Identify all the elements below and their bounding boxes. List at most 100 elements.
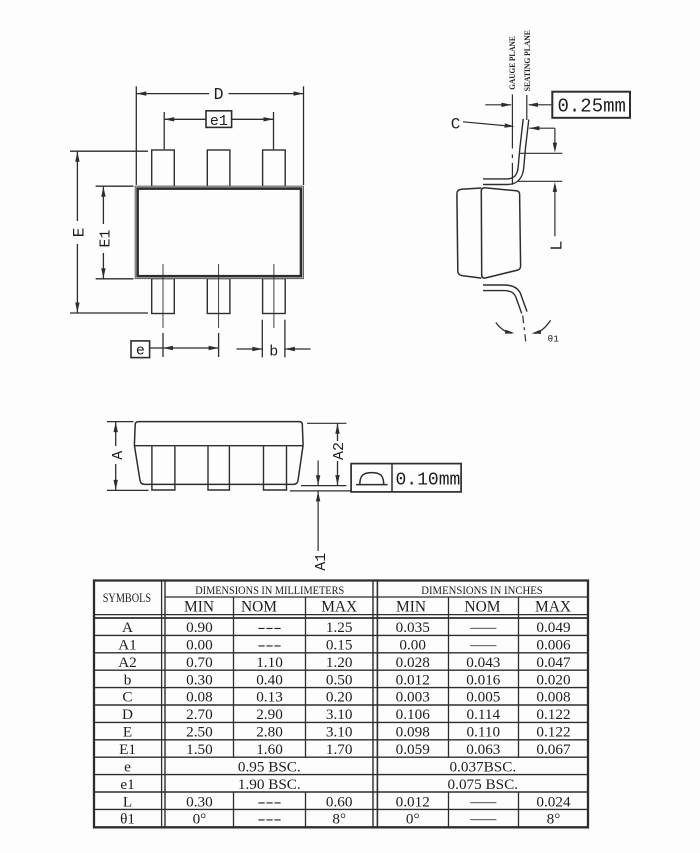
svg-text:0.110: 0.110 bbox=[466, 724, 500, 741]
svg-text:0.006: 0.006 bbox=[536, 636, 571, 653]
svg-text:---: --- bbox=[258, 619, 282, 636]
svg-text:NOM: NOM bbox=[465, 599, 501, 616]
svg-text:---: --- bbox=[258, 811, 282, 828]
svg-text:2.70: 2.70 bbox=[186, 706, 213, 723]
svg-text:0.003: 0.003 bbox=[396, 689, 430, 706]
svg-text:0.90: 0.90 bbox=[186, 619, 213, 636]
svg-text:0.122: 0.122 bbox=[536, 724, 570, 741]
svg-text:L: L bbox=[549, 241, 568, 251]
svg-text:1.25: 1.25 bbox=[326, 619, 353, 636]
svg-text:0.020: 0.020 bbox=[536, 671, 571, 688]
svg-text:0.049: 0.049 bbox=[536, 619, 570, 636]
svg-text:---: --- bbox=[258, 636, 282, 653]
svg-text:0.047: 0.047 bbox=[536, 654, 571, 671]
svg-text:1.70: 1.70 bbox=[326, 741, 353, 758]
svg-text:e: e bbox=[136, 342, 145, 359]
svg-text:—: — bbox=[469, 811, 498, 828]
svg-text:MAX: MAX bbox=[321, 599, 357, 616]
svg-text:NOM: NOM bbox=[241, 599, 277, 616]
svg-text:1.90 BSC.: 1.90 BSC. bbox=[238, 776, 301, 793]
svg-text:0.00: 0.00 bbox=[399, 636, 426, 653]
svg-text:1.60: 1.60 bbox=[256, 741, 283, 758]
svg-text:3.10: 3.10 bbox=[326, 724, 353, 741]
svg-text:0.15: 0.15 bbox=[326, 636, 353, 653]
svg-text:0.024: 0.024 bbox=[536, 793, 571, 810]
svg-text:—: — bbox=[469, 636, 498, 653]
svg-text:θ1: θ1 bbox=[548, 333, 560, 344]
svg-text:DIMENSIONS IN MILLIMETERS: DIMENSIONS IN MILLIMETERS bbox=[195, 583, 344, 597]
svg-text:0.059: 0.059 bbox=[396, 741, 430, 758]
svg-text:0.037BSC.: 0.037BSC. bbox=[449, 759, 516, 776]
svg-text:A: A bbox=[122, 619, 133, 636]
svg-text:0.075 BSC.: 0.075 BSC. bbox=[448, 776, 518, 793]
svg-text:0°: 0° bbox=[193, 811, 207, 828]
svg-text:A: A bbox=[110, 451, 127, 460]
svg-text:0.035: 0.035 bbox=[396, 619, 430, 636]
svg-text:0.067: 0.067 bbox=[536, 741, 571, 758]
svg-text:0.08: 0.08 bbox=[186, 689, 213, 706]
svg-text:MIN: MIN bbox=[184, 599, 214, 616]
svg-text:0.012: 0.012 bbox=[396, 671, 430, 688]
svg-text:C: C bbox=[451, 115, 461, 133]
svg-text:2.80: 2.80 bbox=[256, 724, 283, 741]
svg-text:0.016: 0.016 bbox=[466, 671, 501, 688]
svg-text:1.10: 1.10 bbox=[256, 654, 283, 671]
svg-text:θ1: θ1 bbox=[120, 811, 135, 828]
svg-text:0.122: 0.122 bbox=[536, 706, 570, 723]
svg-text:A1: A1 bbox=[313, 553, 330, 571]
svg-text:0.25mm: 0.25mm bbox=[558, 95, 626, 117]
svg-text:0.40: 0.40 bbox=[256, 671, 283, 688]
svg-text:SYMBOLS: SYMBOLS bbox=[103, 590, 151, 605]
svg-text:e: e bbox=[124, 759, 131, 776]
svg-text:b: b bbox=[269, 343, 278, 360]
svg-text:8°: 8° bbox=[332, 811, 346, 828]
svg-text:e1: e1 bbox=[120, 776, 134, 793]
svg-text:0.30: 0.30 bbox=[186, 793, 213, 810]
svg-text:0.50: 0.50 bbox=[326, 671, 353, 688]
svg-text:0.10mm: 0.10mm bbox=[396, 471, 461, 491]
svg-text:1.20: 1.20 bbox=[326, 654, 353, 671]
svg-text:0.60: 0.60 bbox=[326, 793, 353, 810]
svg-text:1.50: 1.50 bbox=[186, 741, 213, 758]
svg-text:MAX: MAX bbox=[535, 599, 571, 616]
svg-text:3.10: 3.10 bbox=[326, 706, 353, 723]
svg-text:0.70: 0.70 bbox=[186, 654, 213, 671]
svg-text:C: C bbox=[122, 689, 132, 706]
svg-text:0°: 0° bbox=[406, 811, 420, 828]
svg-text:0.114: 0.114 bbox=[466, 706, 500, 723]
svg-text:A1: A1 bbox=[118, 636, 137, 653]
svg-text:D: D bbox=[122, 706, 133, 723]
svg-text:2.50: 2.50 bbox=[186, 724, 213, 741]
svg-text:L: L bbox=[123, 793, 132, 810]
svg-text:DIMENSIONS IN INCHES: DIMENSIONS IN INCHES bbox=[421, 583, 543, 597]
svg-text:0.30: 0.30 bbox=[186, 671, 213, 688]
svg-text:0.063: 0.063 bbox=[466, 741, 500, 758]
svg-text:0.005: 0.005 bbox=[466, 689, 500, 706]
svg-text:0.00: 0.00 bbox=[186, 636, 213, 653]
svg-text:b: b bbox=[124, 671, 132, 688]
svg-text:SEATING PLANE: SEATING PLANE bbox=[522, 30, 532, 91]
svg-text:8°: 8° bbox=[547, 811, 561, 828]
svg-text:0.098: 0.098 bbox=[396, 724, 431, 741]
svg-text:E: E bbox=[123, 724, 132, 741]
svg-text:MIN: MIN bbox=[396, 599, 426, 616]
svg-text:D: D bbox=[214, 85, 224, 104]
svg-text:e1: e1 bbox=[210, 113, 228, 130]
svg-text:GAUGE PLANE: GAUGE PLANE bbox=[507, 36, 517, 90]
svg-text:0.028: 0.028 bbox=[396, 654, 431, 671]
svg-text:E: E bbox=[71, 228, 89, 238]
svg-text:---: --- bbox=[258, 793, 282, 810]
svg-text:0.13: 0.13 bbox=[256, 689, 283, 706]
svg-text:A2: A2 bbox=[331, 442, 348, 460]
svg-text:E1: E1 bbox=[97, 229, 114, 247]
svg-text:2.90: 2.90 bbox=[256, 706, 283, 723]
svg-text:E1: E1 bbox=[119, 741, 136, 758]
svg-text:0.20: 0.20 bbox=[326, 689, 353, 706]
svg-text:A2: A2 bbox=[118, 654, 137, 671]
svg-text:—: — bbox=[469, 793, 498, 810]
svg-text:0.012: 0.012 bbox=[396, 793, 430, 810]
svg-text:0.106: 0.106 bbox=[396, 706, 431, 723]
svg-text:0.043: 0.043 bbox=[466, 654, 500, 671]
svg-text:—: — bbox=[469, 619, 498, 636]
svg-text:0.95 BSC.: 0.95 BSC. bbox=[238, 759, 301, 776]
